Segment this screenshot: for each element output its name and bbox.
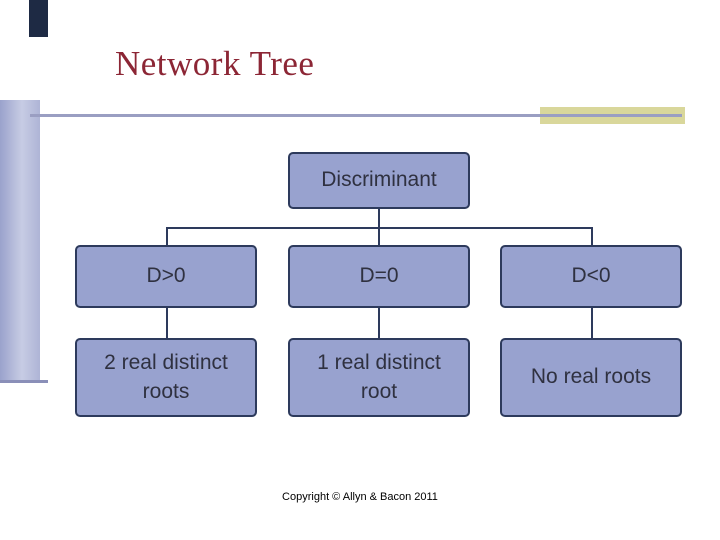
corner-accent-block — [29, 0, 48, 37]
left-accent-bar — [0, 100, 40, 382]
tree-node-d-less-0: D<0 — [500, 245, 682, 308]
slide-title: Network Tree — [115, 44, 315, 83]
tree-node-one-real-root: 1 real distinct root — [288, 338, 470, 417]
tree-node-d-equals-0: D=0 — [288, 245, 470, 308]
tree-node-d-greater-0: D>0 — [75, 245, 257, 308]
connector-drop-left — [166, 227, 168, 245]
tree-node-two-real-roots: 2 real distinct roots — [75, 338, 257, 417]
tree-node-discriminant: Discriminant — [288, 152, 470, 209]
connector-root-stub — [378, 209, 380, 228]
connector-left-child — [166, 308, 168, 338]
connector-drop-right — [591, 227, 593, 245]
connector-center-child — [378, 308, 380, 338]
connector-right-child — [591, 308, 593, 338]
connector-drop-center — [378, 227, 380, 245]
tree-node-no-real-roots: No real roots — [500, 338, 682, 417]
left-accent-underline — [0, 380, 48, 383]
title-divider-rule — [30, 114, 682, 117]
copyright-footer: Copyright © Allyn & Bacon 2011 — [282, 491, 438, 503]
